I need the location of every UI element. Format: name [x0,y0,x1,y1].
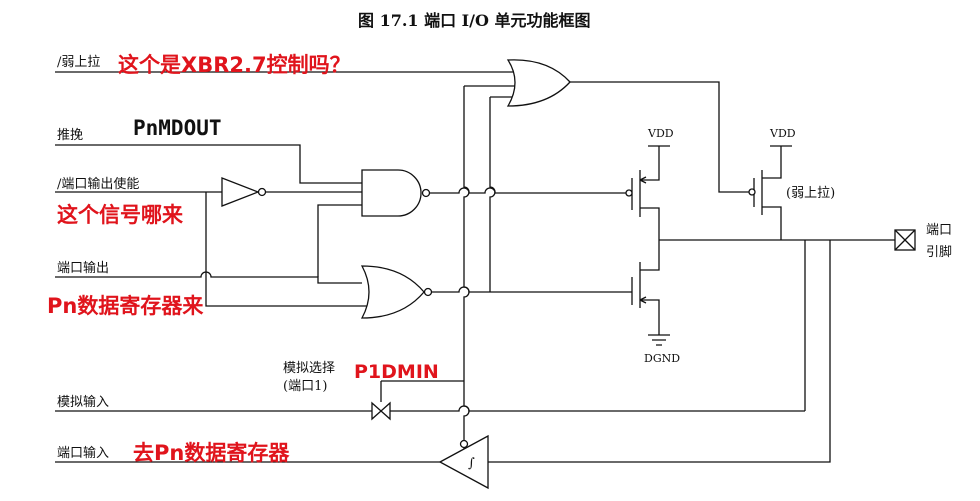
analog-switch [371,401,391,421]
enable-bus [463,86,470,440]
pin-label-2: 引脚 [926,244,952,260]
vdd-left-label: VDD [647,127,674,140]
push-pull-line [55,144,362,184]
weak-pullup-transistor: VDD (弱上拉) [748,127,835,240]
nor-gate [360,265,632,319]
annotation-p1dmin: P1DMIN [354,361,439,383]
port-pin: 端口 引脚 [894,223,952,260]
annotation-from-pn-register: Pn数据寄存器来 [47,294,204,318]
bus-junction [459,439,469,449]
nmos-transistor: DGND [631,240,680,365]
analog-select-label: 模拟选择 [283,361,335,376]
or-gate [506,59,750,193]
analog-input-label: 模拟输入 [57,394,109,410]
pin-label-1: 端口 [926,223,952,238]
figure-title: 图 17.1 端口 I/O 单元功能框图 [358,11,591,30]
enable-inverter [221,177,362,207]
port-input-label: 端口输入 [57,445,109,461]
port-output-label: 端口输出 [57,260,109,276]
port-output-line [55,271,362,284]
push-pull-label: 推挽 [57,128,83,143]
annotation-to-pn-register: 去Pn数据寄存器 [133,441,290,465]
port-output-to-nand [317,204,362,277]
dgnd-label: DGND [644,352,680,365]
secondary-bus [489,97,496,292]
weak-pullup-label: /弱上拉 [57,55,100,70]
analog-input-line [55,405,805,412]
output-enable-label: /端口输出使能 [57,176,139,192]
annotation-xbr-question: 这个是XBR2.7控制吗？ [118,53,351,77]
analog-select-sub-label: (端口1) [283,379,327,394]
port-input-return [488,240,831,463]
nand-gate [361,169,632,217]
annotation-pnmdout: PnMDOUT [133,116,222,140]
schmitt-buffer: ∫ [438,434,489,490]
vdd-right-label: VDD [769,127,796,140]
annotation-signal-question: 这个信号哪来 [57,203,184,227]
weak-pullup-note: (弱上拉) [786,186,835,201]
pmos-transistor: VDD [625,127,674,240]
enable-to-nor-line [205,192,368,307]
schmitt-symbol: ∫ [468,456,475,471]
